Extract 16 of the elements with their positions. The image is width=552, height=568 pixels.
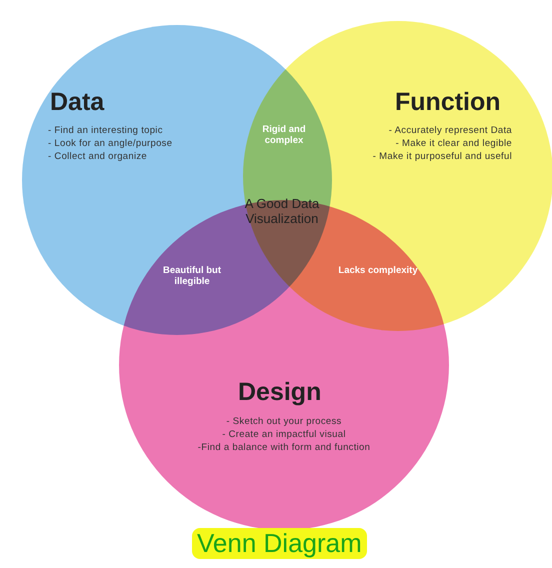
circle-heading: Data — [50, 88, 104, 117]
bullet-text: - Sketch out your process — [225, 416, 343, 427]
circle-heading: Function — [395, 88, 501, 117]
circle-heading: Design — [238, 378, 322, 407]
bullet-text: - Look for an angle/purpose — [48, 138, 172, 149]
bullet-text: -Find a balance with form and function — [196, 442, 372, 453]
bullet-text: - Create an impactful visual — [221, 429, 347, 440]
overlap-label: Rigid and complex — [261, 124, 307, 146]
bullet-text: - Make it purposeful and useful — [372, 151, 512, 162]
caption: Venn Diagram — [192, 528, 367, 559]
bullet-text: - Collect and organize — [48, 151, 148, 162]
bullet-text: - Accurately represent Data — [388, 125, 512, 136]
overlap-label: Lacks complexity — [337, 265, 419, 276]
bullet-text: - Make it clear and legible — [396, 138, 512, 149]
overlap-label: Beautiful but illegible — [162, 265, 222, 287]
bullet-text: - Find an interesting topic — [48, 125, 163, 136]
